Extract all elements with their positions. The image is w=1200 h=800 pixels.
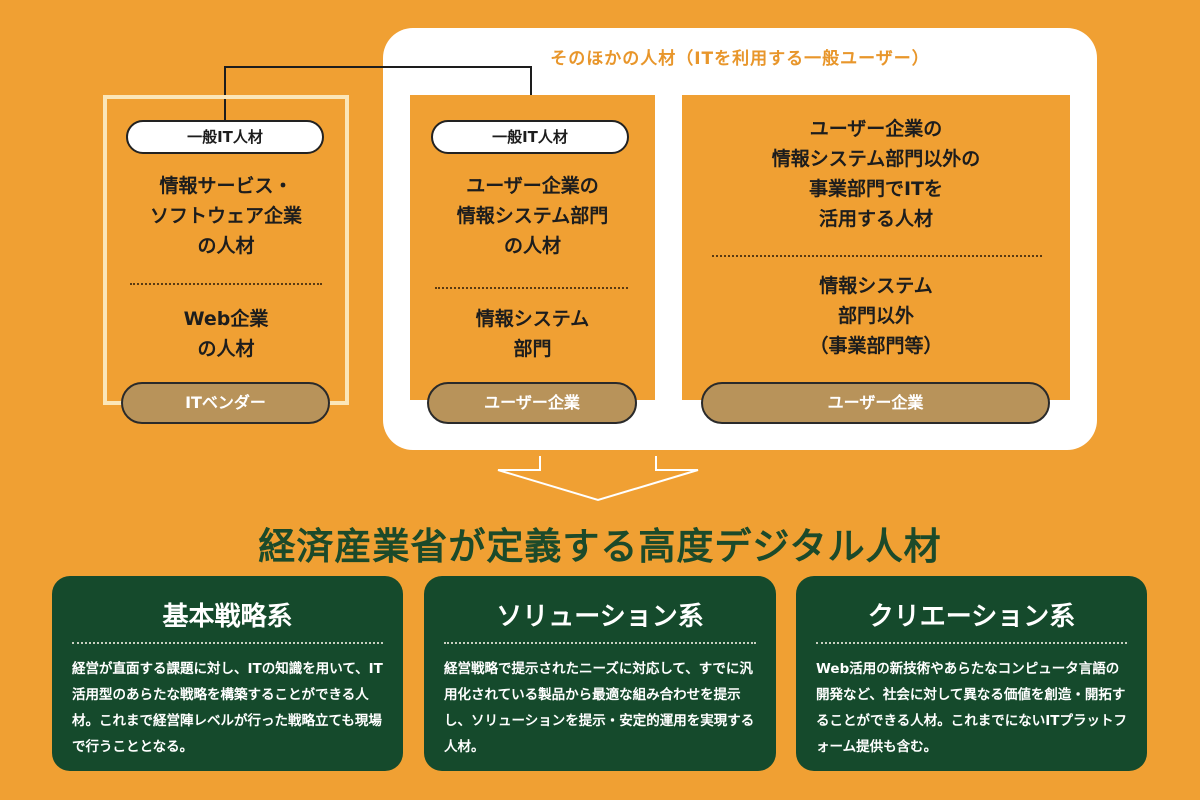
user2-bottom-text: 情報システム 部門以外 （事業部門等） bbox=[809, 275, 943, 357]
basic-strategy-card bbox=[52, 576, 403, 771]
user2-top-text: ユーザー企業の 情報システム部門以外の 事業部門でITを 活用する人材 bbox=[771, 118, 981, 230]
card-title: 基本戦略系 bbox=[162, 602, 293, 632]
user-company-footer: ユーザー企業 bbox=[701, 382, 1050, 424]
connector-left-vertical bbox=[224, 66, 226, 120]
connector-horizontal bbox=[224, 66, 532, 68]
vendor-divider bbox=[130, 283, 322, 285]
vendor-bottom-text: Web企業 の人材 bbox=[183, 308, 269, 360]
card-title: クリエーション系 bbox=[867, 602, 1076, 632]
solution-card bbox=[424, 576, 776, 771]
user2-divider bbox=[712, 255, 1042, 257]
user1-top-text: ユーザー企業の 情報システム部門 の人材 bbox=[456, 175, 609, 257]
vendor-top-text: 情報サービス・ ソフトウェア企業 の人材 bbox=[149, 175, 302, 257]
creation-card bbox=[796, 576, 1147, 771]
general-it-talent-tag: 一般IT人材 bbox=[126, 120, 324, 154]
card-divider bbox=[72, 642, 383, 644]
main-title: 経済産業省が定義する高度デジタル人材 bbox=[258, 525, 942, 568]
general-it-talent-tag: 一般IT人材 bbox=[431, 120, 629, 154]
card-body: 経営が直面する課題に対し、ITの知識を用いて、IT活用型のあらたな戦略を構築する… bbox=[72, 661, 383, 755]
card-body: Web活用の新技術やあらたなコンピュータ言語の開発など、社会に対して異なる価値を… bbox=[816, 661, 1127, 755]
card-divider bbox=[816, 642, 1127, 644]
card-divider bbox=[444, 642, 756, 644]
user-company-business-box bbox=[682, 95, 1070, 400]
other-talent-label: そのほかの人材（ITを利用する一般ユーザー） bbox=[550, 49, 930, 69]
it-vendor-footer: ITベンダー bbox=[121, 382, 330, 424]
down-arrow-icon bbox=[497, 456, 699, 502]
card-title: ソリューション系 bbox=[496, 602, 704, 632]
user1-bottom-text: 情報システム 部門 bbox=[475, 308, 590, 360]
user-company-footer: ユーザー企業 bbox=[427, 382, 637, 424]
user1-divider bbox=[435, 287, 628, 289]
card-body: 経営戦略で提示されたニーズに対応して、すでに汎用化されている製品から最適な組み合… bbox=[444, 661, 755, 755]
connector-right-vertical bbox=[530, 66, 532, 120]
